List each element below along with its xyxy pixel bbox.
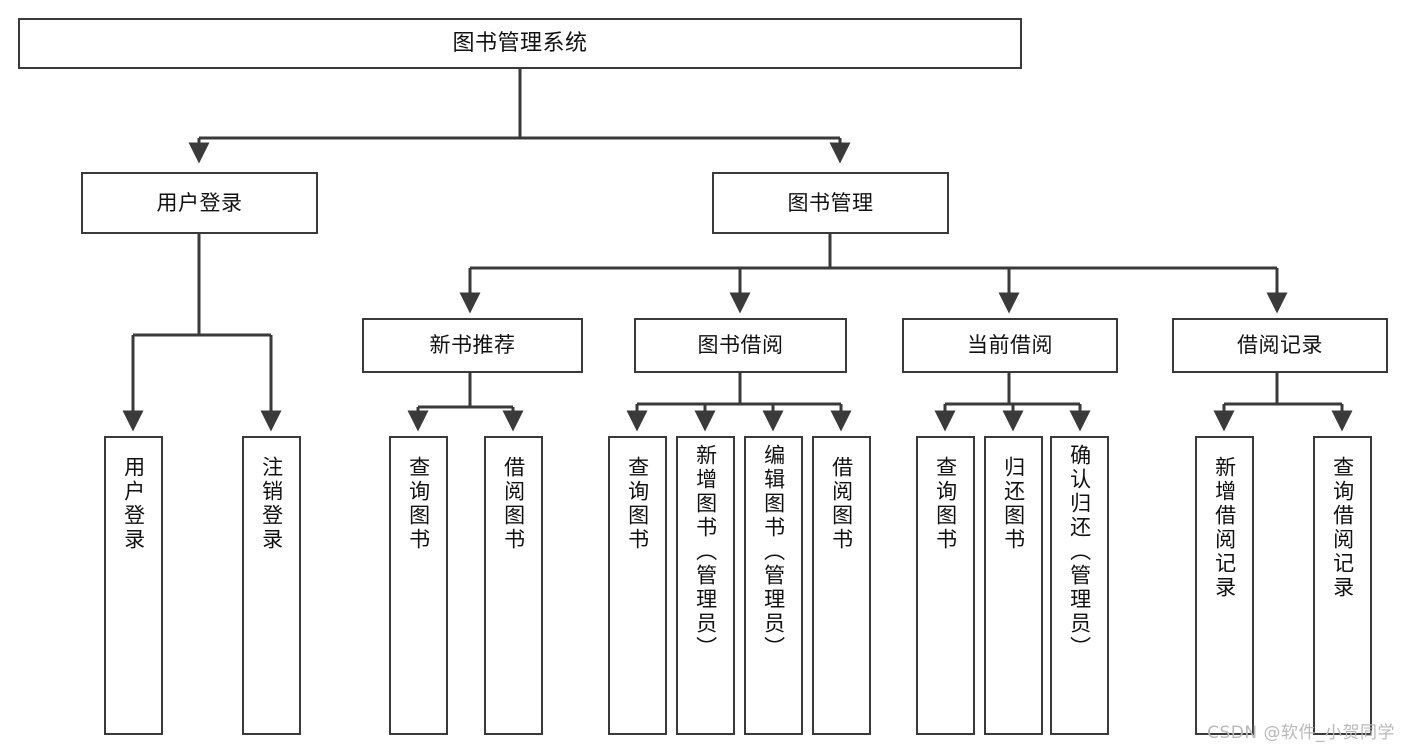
node-leaf-edit-book-admin[interactable]: 编辑图书（管理员）: [744, 436, 803, 735]
node-label: 用户登录: [156, 190, 243, 215]
node-current-borrow[interactable]: 当前借阅: [902, 318, 1118, 373]
node-label: 借阅图书: [829, 456, 854, 552]
node-label: 借阅记录: [1237, 333, 1323, 358]
node-label: 查询图书: [406, 456, 431, 552]
node-leaf-user-login[interactable]: 用户登录: [104, 436, 163, 735]
node-leaf-borrow-book[interactable]: 借阅图书: [812, 436, 871, 735]
node-label: 图书借阅: [697, 333, 784, 358]
node-label: 新增图书（管理员）: [693, 444, 718, 660]
node-root-system[interactable]: 图书管理系统: [18, 18, 1022, 69]
watermark: CSDN @软件_小贺同学: [1207, 723, 1395, 743]
node-leaf-borrow-book-recommend[interactable]: 借阅图书: [484, 436, 543, 735]
node-label: 确认归还（管理员）: [1067, 444, 1092, 660]
node-label: 借阅图书: [501, 456, 526, 552]
node-label: 查询借阅记录: [1330, 456, 1355, 600]
node-book-borrow[interactable]: 图书借阅: [634, 318, 847, 373]
node-borrow-record[interactable]: 借阅记录: [1172, 318, 1388, 373]
node-label: 图书管理系统: [452, 30, 588, 56]
node-user-login-module[interactable]: 用户登录: [81, 172, 318, 234]
node-leaf-query-book-current[interactable]: 查询图书: [916, 436, 975, 735]
node-label: 新书推荐: [429, 333, 516, 358]
node-leaf-query-book-borrow[interactable]: 查询图书: [608, 436, 667, 735]
node-leaf-return-book[interactable]: 归还图书: [984, 436, 1043, 735]
node-leaf-add-borrow-record[interactable]: 新增借阅记录: [1195, 436, 1254, 735]
node-leaf-logout[interactable]: 注销登录: [242, 436, 301, 735]
node-label: 编辑图书（管理员）: [761, 444, 786, 660]
node-label: 用户登录: [121, 456, 146, 552]
node-label: 归还图书: [1001, 456, 1026, 552]
node-leaf-confirm-return-admin[interactable]: 确认归还（管理员）: [1050, 436, 1109, 735]
node-leaf-query-borrow-record[interactable]: 查询借阅记录: [1313, 436, 1372, 735]
node-book-management-module[interactable]: 图书管理: [712, 172, 949, 234]
node-label: 查询图书: [625, 456, 650, 552]
node-label: 当前借阅: [967, 333, 1053, 358]
node-label: 注销登录: [259, 456, 284, 552]
node-leaf-add-book-admin[interactable]: 新增图书（管理员）: [676, 436, 735, 735]
node-label: 新增借阅记录: [1212, 456, 1237, 600]
node-leaf-query-book-recommend[interactable]: 查询图书: [389, 436, 448, 735]
node-new-book-recommend[interactable]: 新书推荐: [362, 318, 583, 373]
node-label: 查询图书: [933, 456, 958, 552]
node-label: 图书管理: [787, 190, 874, 215]
